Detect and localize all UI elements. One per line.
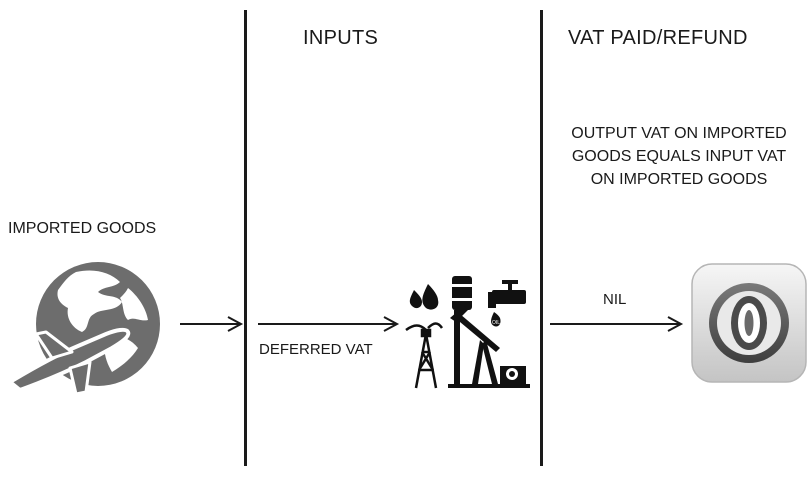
note-line-1: OUTPUT VAT ON IMPORTED	[571, 125, 787, 142]
globe-airplane-icon	[8, 262, 160, 396]
deferred-vat-label: DEFERRED VAT	[259, 341, 373, 358]
imported-goods-label: IMPORTED GOODS	[8, 220, 157, 237]
oil-barrel-icon	[452, 276, 472, 310]
zero-badge-icon	[691, 263, 807, 383]
pumpjack-icon	[448, 306, 530, 388]
airplane-shape	[8, 327, 131, 396]
arrow-nil	[550, 316, 684, 332]
nil-label: NIL	[603, 291, 627, 308]
output-vat-note: OUTPUT VAT ON IMPORTED GOODS EQUALS INPU…	[548, 122, 810, 191]
oil-industry-icon: OIL	[405, 276, 530, 389]
oil-derrick-icon	[405, 322, 444, 389]
divider-left	[244, 10, 247, 466]
oil-drops-icon	[409, 284, 439, 310]
note-line-2: GOODS EQUALS INPUT VAT	[571, 148, 787, 165]
arrow-deferred-vat	[258, 316, 400, 332]
oil-tap-icon: OIL	[488, 280, 526, 327]
note-line-3: ON IMPORTED GOODS	[590, 171, 768, 188]
svg-text:OIL: OIL	[492, 320, 500, 326]
divider-right	[540, 10, 543, 466]
arrow-imported-to-inputs	[180, 316, 244, 332]
vat-column-title: VAT PAID/REFUND	[568, 27, 748, 49]
inputs-column-title: INPUTS	[303, 27, 379, 49]
